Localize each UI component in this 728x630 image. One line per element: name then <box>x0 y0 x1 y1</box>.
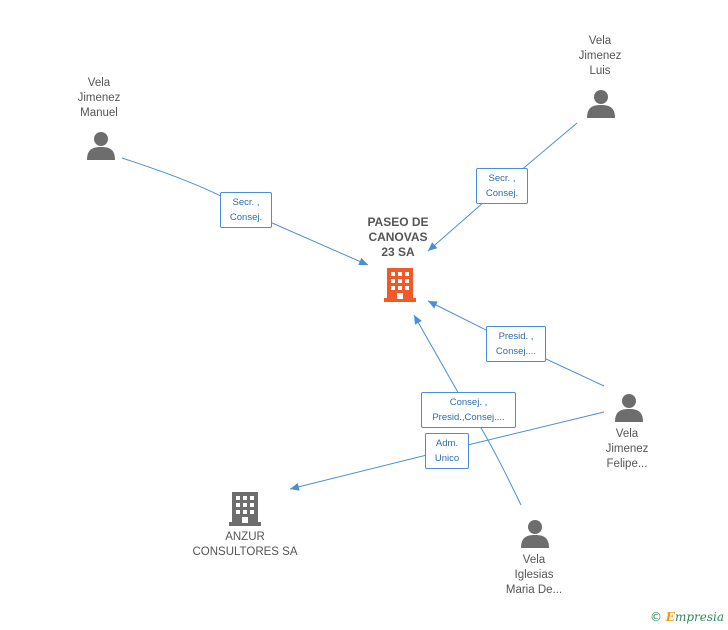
center-company-name[interactable]: PASEO DE CANOVAS 23 SA <box>367 215 429 259</box>
brand-logo: © Empresia <box>649 610 724 624</box>
relation-label-anzur[interactable]: Adm. Unico <box>425 433 469 469</box>
building-icon-anzur[interactable] <box>229 490 261 526</box>
relation-label-manuel[interactable]: Secr. , Consej. <box>220 192 272 228</box>
relation-label-maria[interactable]: Consej. , Presid.,Consej.... <box>421 392 516 428</box>
relation-label-luis[interactable]: Secr. , Consej. <box>476 168 528 204</box>
person-icon-luis[interactable] <box>586 88 616 118</box>
person-name-manuel[interactable]: Vela Jimenez Manuel <box>77 77 121 119</box>
relation-label-felipe[interactable]: Presid. , Consej.... <box>486 326 546 362</box>
company-name-anzur[interactable]: ANZUR CONSULTORES SA <box>192 531 298 558</box>
person-name-felipe[interactable]: Vela Jimenez Felipe... <box>605 428 649 470</box>
person-icon-maria[interactable] <box>520 518 550 548</box>
person-icon-manuel[interactable] <box>86 130 116 160</box>
person-name-maria[interactable]: Vela Iglesias Maria De... <box>505 554 563 596</box>
person-icon-felipe[interactable] <box>614 392 644 422</box>
building-icon[interactable] <box>384 266 416 302</box>
person-name-luis[interactable]: Vela Jimenez Luis <box>578 35 622 77</box>
